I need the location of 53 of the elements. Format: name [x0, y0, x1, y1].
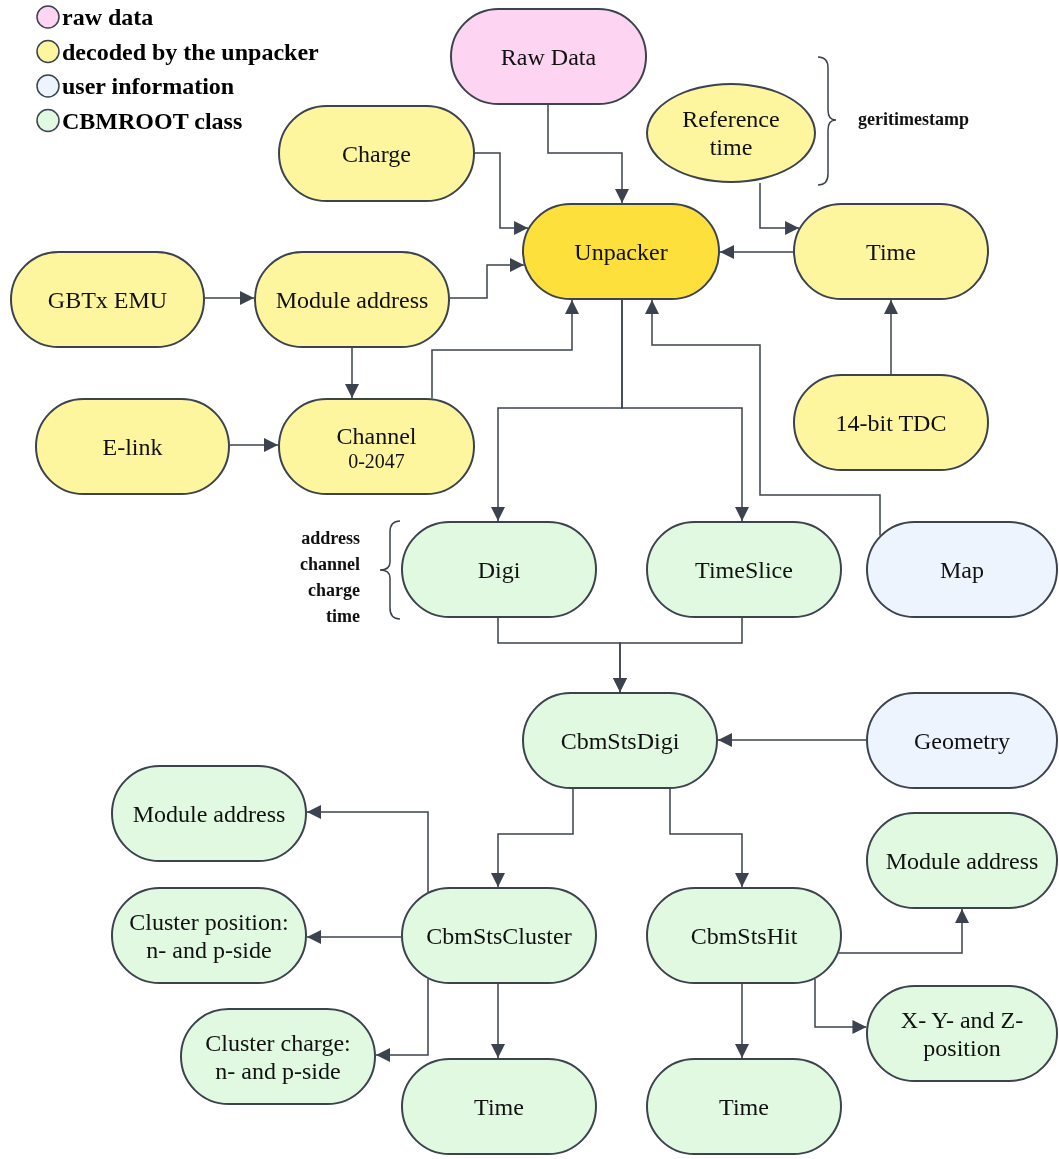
legend-text: decoded by the unpacker: [62, 37, 319, 67]
arrow: [449, 258, 525, 299]
process-pill: Geometry: [866, 692, 1058, 789]
arrow: [621, 299, 749, 522]
process-pill: Module address: [866, 812, 1058, 909]
arrow: [717, 733, 867, 747]
process-pill: Cluster position: n- and p-side: [111, 887, 307, 984]
process-pill: Time: [401, 1058, 597, 1155]
process-pill: CbmStsCluster: [401, 887, 597, 984]
process-pill: Map: [866, 521, 1058, 618]
process-pill: TimeSlice: [646, 521, 842, 618]
process-pill: Time: [646, 1058, 842, 1155]
process-pill: Time: [793, 203, 989, 300]
process-pill: X- Y- and Z- position: [866, 985, 1058, 1082]
arrow: [474, 152, 529, 235]
process-pill: CbmStsHit: [646, 887, 842, 984]
arrow: [547, 104, 629, 204]
legend-text: user information: [62, 72, 235, 101]
process-pill: E-link: [35, 398, 230, 495]
arrow: [306, 930, 402, 944]
process-pill: CbmStsDigi: [522, 692, 718, 789]
legend-text: CBMROOT class: [62, 106, 243, 136]
process-pill: 14-bit TDC: [793, 374, 989, 471]
process-pill: GBTx EMU: [10, 251, 205, 348]
process-pill: Digi: [401, 521, 597, 618]
arrow: [645, 299, 881, 537]
arrow: [613, 617, 743, 693]
arrow: [431, 299, 579, 400]
process-pill: Module address: [254, 251, 450, 348]
process-pill: Module address: [111, 765, 307, 862]
arrow: [719, 245, 794, 259]
process-pill: Unpacker: [522, 203, 720, 300]
arrow: [204, 291, 255, 305]
arrow: [491, 788, 574, 888]
legend-text: raw data: [62, 3, 154, 32]
arrow: [229, 438, 279, 452]
arrow: [669, 788, 749, 888]
arrow: [838, 908, 969, 954]
arrow: [345, 347, 359, 399]
process-pill: Reference time: [646, 83, 816, 183]
arrow: [375, 978, 429, 1062]
arrow: [884, 299, 898, 375]
annotation-text: address channel charge time: [299, 527, 360, 628]
arrow: [735, 983, 749, 1059]
arrow: [306, 805, 429, 893]
arrow: [491, 983, 505, 1059]
process-pill: Raw Data: [450, 8, 647, 105]
process-pill: Cluster charge: n- and p-side: [180, 1008, 376, 1105]
process-pill: Channel 0-2047: [278, 398, 475, 495]
process-pill: Charge: [278, 105, 475, 202]
arrow: [814, 978, 868, 1034]
arrow: [759, 182, 800, 235]
annotation-text: geritimestamp: [858, 108, 970, 131]
